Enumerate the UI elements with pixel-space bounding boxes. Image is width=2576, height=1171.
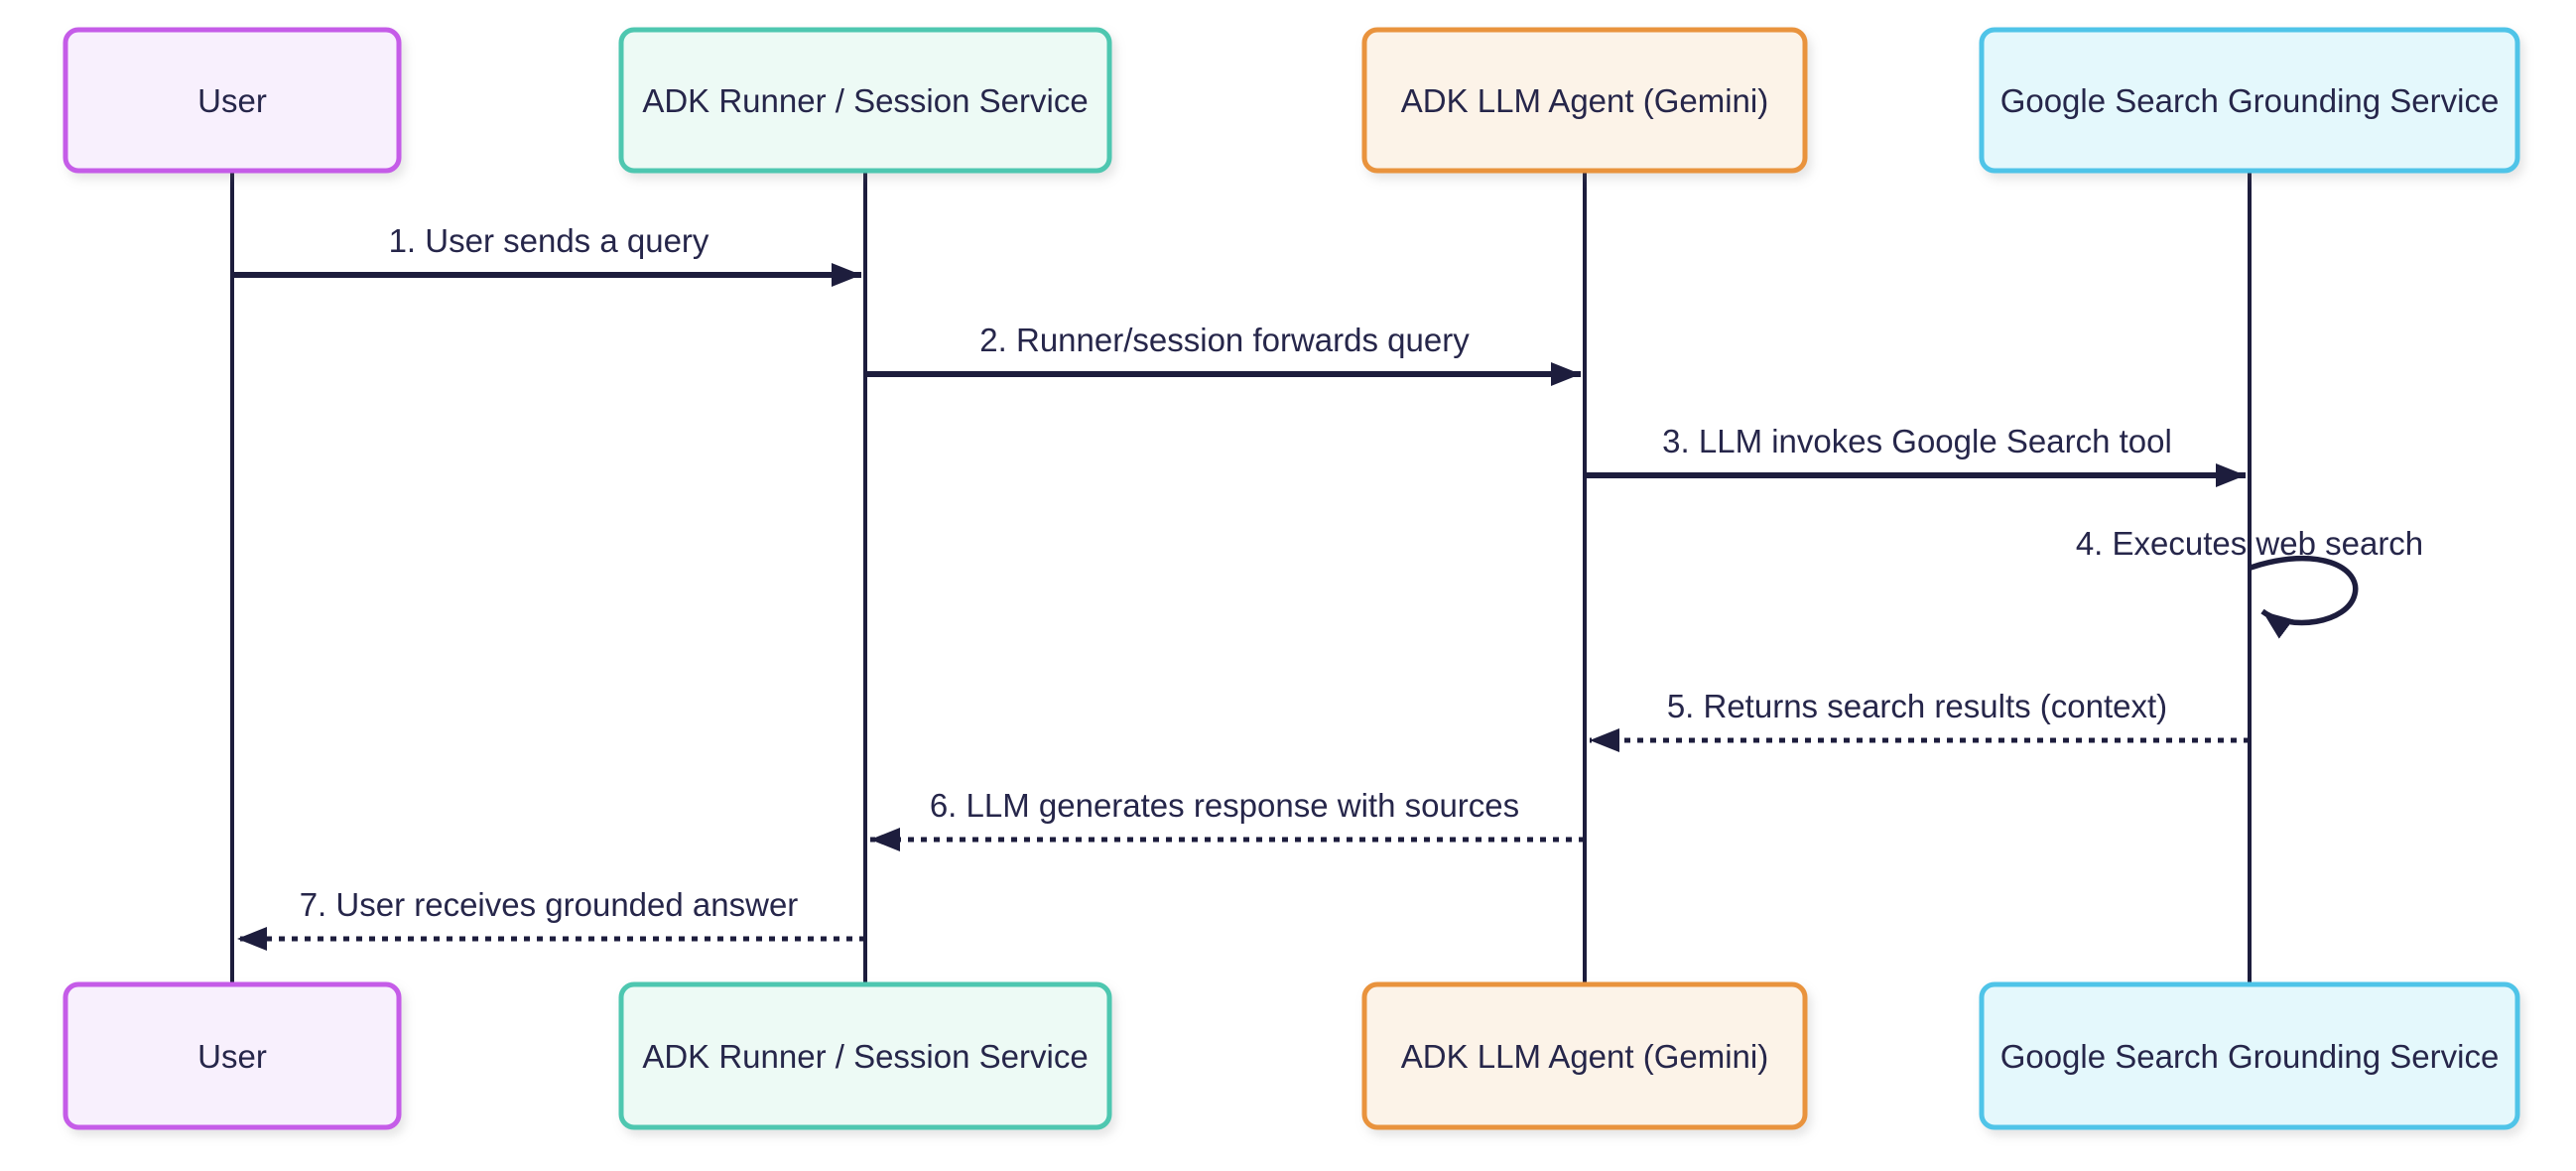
- actors-bottom: User ADK Runner / Session Service ADK LL…: [63, 981, 2520, 1130]
- actor-label: Google Search Grounding Service: [2000, 82, 2500, 119]
- actor-label: ADK LLM Agent (Gemini): [1401, 1038, 1768, 1075]
- message-label: 4. Executes web search: [2076, 525, 2423, 562]
- message-1: 1. User sends a query: [232, 222, 861, 287]
- actor-label: ADK LLM Agent (Gemini): [1401, 82, 1768, 119]
- actor-bottom-google: Google Search Grounding Service: [1979, 981, 2520, 1130]
- message-label: 7. User receives grounded answer: [300, 886, 799, 923]
- actor-box: [1979, 981, 2520, 1130]
- message-5: 5. Returns search results (context): [1590, 688, 2250, 752]
- actor-box: [1361, 981, 1808, 1130]
- lifelines: [230, 169, 2252, 986]
- message-label: 5. Returns search results (context): [1667, 688, 2167, 724]
- actor-top-user: User: [63, 27, 402, 174]
- message-4: 4. Executes web search: [2076, 525, 2423, 639]
- messages: 1. User sends a query 2. Runner/session …: [232, 222, 2423, 951]
- actor-box: [63, 27, 402, 174]
- message-label: 3. LLM invokes Google Search tool: [1662, 423, 2172, 459]
- actor-label: ADK Runner / Session Service: [642, 1038, 1088, 1075]
- actor-top-google: Google Search Grounding Service: [1979, 27, 2520, 174]
- actor-box: [63, 981, 402, 1130]
- actor-label: Google Search Grounding Service: [2000, 1038, 2500, 1075]
- actor-top-runner: ADK Runner / Session Service: [618, 27, 1112, 174]
- actor-top-llm: ADK LLM Agent (Gemini): [1361, 27, 1808, 174]
- actor-label: ADK Runner / Session Service: [642, 82, 1088, 119]
- message-label: 6. LLM generates response with sources: [930, 787, 1519, 824]
- actors-top: User ADK Runner / Session Service ADK LL…: [63, 27, 2520, 174]
- message-label: 2. Runner/session forwards query: [979, 322, 1470, 358]
- message-7: 7. User receives grounded answer: [237, 886, 865, 951]
- actor-label: User: [197, 82, 267, 119]
- actor-bottom-user: User: [63, 981, 402, 1130]
- actor-box: [618, 27, 1112, 174]
- actor-bottom-runner: ADK Runner / Session Service: [618, 981, 1112, 1130]
- message-2: 2. Runner/session forwards query: [865, 322, 1581, 386]
- actor-box: [618, 981, 1112, 1130]
- actor-bottom-llm: ADK LLM Agent (Gemini): [1361, 981, 1808, 1130]
- message-label: 1. User sends a query: [389, 222, 709, 259]
- actor-box: [1361, 27, 1808, 174]
- message-6: 6. LLM generates response with sources: [870, 787, 1585, 851]
- actor-label: User: [197, 1038, 267, 1075]
- actor-box: [1979, 27, 2520, 174]
- message-3: 3. LLM invokes Google Search tool: [1585, 423, 2246, 487]
- self-loop-arrow: [2250, 555, 2359, 639]
